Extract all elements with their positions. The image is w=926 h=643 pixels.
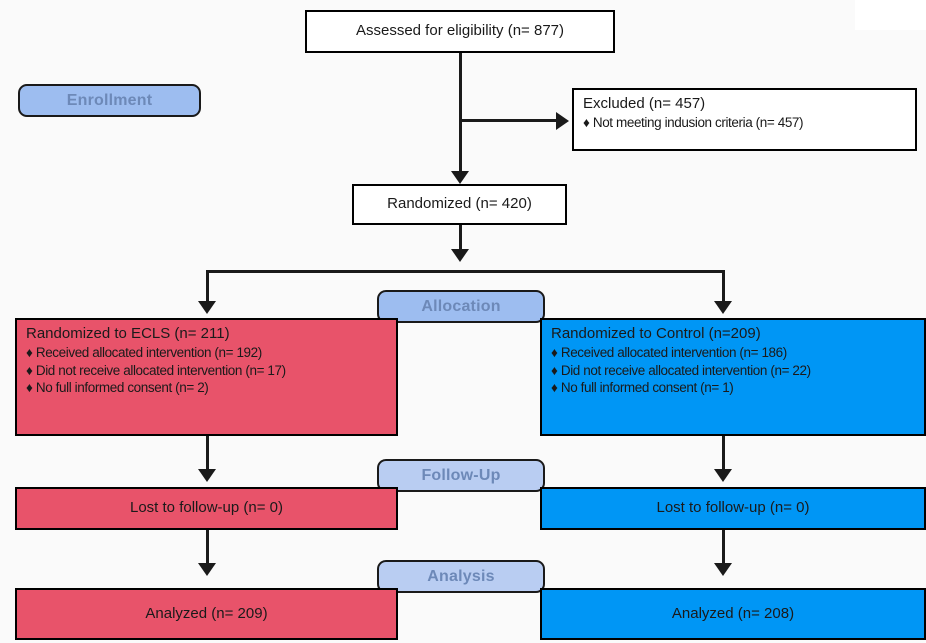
corner-white-patch <box>855 0 926 30</box>
node-allocation-control-title: Randomized to Control (n=209) <box>551 325 761 342</box>
stage-badge-enrollment-label: Enrollment <box>66 91 153 109</box>
node-excluded-reason: ♦ Not meeting indusion criteria (n= 457) <box>583 114 804 130</box>
arrow-randomized-split <box>451 249 469 262</box>
node-randomized-label: Randomized (n= 420) <box>387 195 532 213</box>
node-excluded-title: Excluded (n= 457) <box>583 95 706 112</box>
node-allocation-control-item-2: ♦ No full informed consent (n= 1) <box>551 380 734 396</box>
arrow-assessed-to-randomized <box>451 171 469 184</box>
connector-control-alloc-to-followup <box>722 436 725 472</box>
node-assessed-label: Assessed for eligibility (n= 877) <box>355 22 564 40</box>
arrow-control-alloc-to-followup <box>714 469 732 482</box>
stage-badge-enrollment: Enrollment <box>18 84 201 117</box>
node-allocation-control-item-0: ♦ Received allocated intervention (n= 18… <box>551 344 787 360</box>
connector-randomized-trunk <box>459 225 462 253</box>
node-allocation-control-item-1: ♦ Did not receive allocated intervention… <box>551 362 811 378</box>
arrow-to-control-allocation <box>714 301 732 314</box>
stage-badge-allocation-label: Allocation <box>421 297 501 315</box>
connector-split-right-drop <box>722 270 725 303</box>
node-allocation-control: Randomized to Control (n=209) ♦ Received… <box>540 318 926 436</box>
node-followup-ecls-label: Lost to follow-up (n= 0) <box>130 499 283 517</box>
node-analysis-ecls: Analyzed (n= 209) <box>15 588 398 640</box>
stage-badge-followup: Follow-Up <box>377 459 545 492</box>
node-analysis-control: Analyzed (n= 208) <box>540 588 926 640</box>
arrow-ecls-followup-to-analysis <box>198 563 216 576</box>
node-allocation-ecls-title: Randomized to ECLS (n= 211) <box>26 325 230 342</box>
node-allocation-ecls-item-0: ♦ Received allocated intervention (n= 19… <box>26 344 262 360</box>
connector-split-bar <box>206 270 725 273</box>
node-allocation-ecls-item-2: ♦ No full informed consent (n= 2) <box>26 380 209 396</box>
node-followup-control-label: Lost to follow-up (n= 0) <box>656 499 810 517</box>
node-followup-control: Lost to follow-up (n= 0) <box>540 487 926 530</box>
stage-badge-analysis-label: Analysis <box>427 567 495 585</box>
connector-split-left-drop <box>206 270 209 303</box>
node-excluded: Excluded (n= 457) ♦ Not meeting indusion… <box>572 88 917 151</box>
arrow-ecls-alloc-to-followup <box>198 469 216 482</box>
stage-badge-analysis: Analysis <box>377 560 545 593</box>
connector-to-excluded <box>459 119 558 122</box>
connector-assessed-trunk <box>459 53 462 175</box>
stage-badge-allocation: Allocation <box>377 290 545 323</box>
node-followup-ecls: Lost to follow-up (n= 0) <box>15 487 398 530</box>
arrow-to-ecls-allocation <box>198 301 216 314</box>
node-allocation-ecls-item-1: ♦ Did not receive allocated intervention… <box>26 362 286 378</box>
node-assessed-for-eligibility: Assessed for eligibility (n= 877) <box>305 10 615 53</box>
stage-badge-followup-label: Follow-Up <box>421 466 501 484</box>
connector-ecls-followup-to-analysis <box>206 530 209 566</box>
connector-ecls-alloc-to-followup <box>206 436 209 472</box>
node-analysis-ecls-label: Analyzed (n= 209) <box>145 604 268 622</box>
node-allocation-ecls: Randomized to ECLS (n= 211) ♦ Received a… <box>15 318 398 436</box>
arrow-to-excluded <box>556 112 569 130</box>
connector-control-followup-to-analysis <box>722 530 725 566</box>
node-analysis-control-label: Analyzed (n= 208) <box>671 604 795 622</box>
arrow-control-followup-to-analysis <box>714 563 732 576</box>
node-randomized: Randomized (n= 420) <box>352 184 567 225</box>
